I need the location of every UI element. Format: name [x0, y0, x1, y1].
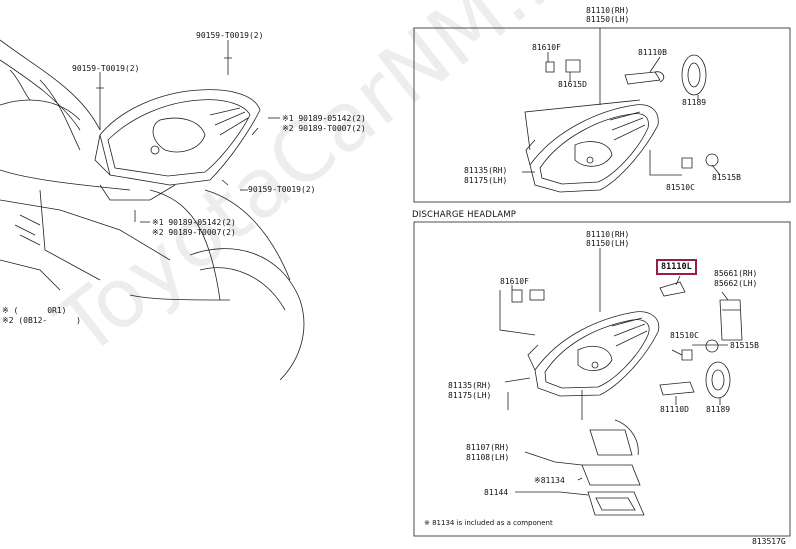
label-85662-lh: 85662(LH) — [714, 279, 758, 288]
label-81515b-bottom: 81515B — [730, 341, 759, 350]
car-body-drawing — [0, 39, 305, 381]
label-90189-05142-lower: ※1 90189-05142(2) — [152, 218, 236, 227]
label-81107-rh: 81107(RH) — [466, 443, 510, 452]
label-90159-top: 90159-T0019(2) — [196, 31, 264, 40]
highlighted-part-81110l[interactable]: 81110L — [656, 259, 697, 275]
bottom-frame — [413, 221, 791, 537]
label-81150-lh-bottom: 81150(LH) — [586, 239, 630, 248]
label-81175-lh-bottom: 81175(LH) — [448, 391, 492, 400]
label-81135-rh-bottom: 81135(RH) — [448, 381, 492, 390]
label-81615d: 81615D — [558, 80, 587, 89]
label-81110-rh-top: 81110(RH) — [586, 6, 630, 15]
label-81175-lh-top: 81175(LH) — [464, 176, 508, 185]
label-85661-rh: 85661(RH) — [714, 269, 758, 278]
label-81135-rh-top: 81135(RH) — [464, 166, 508, 175]
label-90189-t0007-upper: ※2 90189-T0007(2) — [282, 124, 366, 133]
label-81134: ※81134 — [534, 476, 565, 485]
label-90159-left: 90159-T0019(2) — [72, 64, 140, 73]
label-81515b-top: 81515B — [712, 173, 741, 182]
footnote-1: ※ ( 0R1) — [2, 306, 67, 315]
label-81510c-bottom: 81510C — [670, 331, 699, 340]
label-90159-lower: 90159-T0019(2) — [248, 185, 316, 194]
label-81189-bottom: 81189 — [706, 405, 731, 414]
component-note: ※ 81134 is included as a component — [424, 519, 553, 527]
label-81110-rh-bottom: 81110(RH) — [586, 230, 630, 239]
label-81150-lh-top: 81150(LH) — [586, 15, 630, 24]
label-90189-t0007-lower: ※2 90189-T0007(2) — [152, 228, 236, 237]
top-frame — [413, 27, 791, 203]
label-90189-05142-upper: ※1 90189-05142(2) — [282, 114, 366, 123]
label-81510c-top: 81510C — [666, 183, 695, 192]
bottom-headlamp-drawing — [499, 248, 743, 516]
label-81144: 81144 — [484, 488, 509, 497]
figure-id: 813517G — [752, 537, 786, 546]
label-81189-top: 81189 — [682, 98, 707, 107]
top-headlamp-drawing — [522, 28, 721, 193]
label-81610f-bottom: 81610F — [500, 277, 529, 286]
section-title-discharge-headlamp: DISCHARGE HEADLAMP — [412, 210, 517, 220]
label-81108-lh: 81108(LH) — [466, 453, 510, 462]
label-81110b: 81110B — [638, 48, 667, 57]
footnote-2: ※2 (0B12- ) — [2, 316, 81, 325]
label-81610f-top: 81610F — [532, 43, 561, 52]
label-81110d: 81110D — [660, 405, 689, 414]
